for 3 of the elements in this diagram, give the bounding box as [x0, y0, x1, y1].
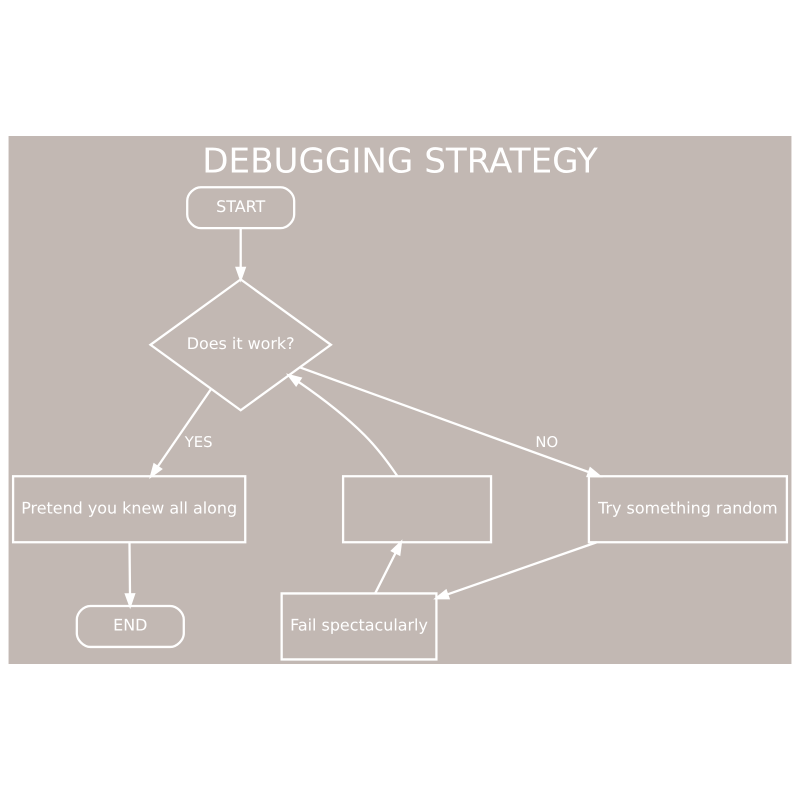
edge-label: YES — [184, 434, 212, 452]
edge-label: NO — [535, 434, 558, 452]
diagram-title: DEBUGGING STRATEGY — [202, 141, 598, 182]
